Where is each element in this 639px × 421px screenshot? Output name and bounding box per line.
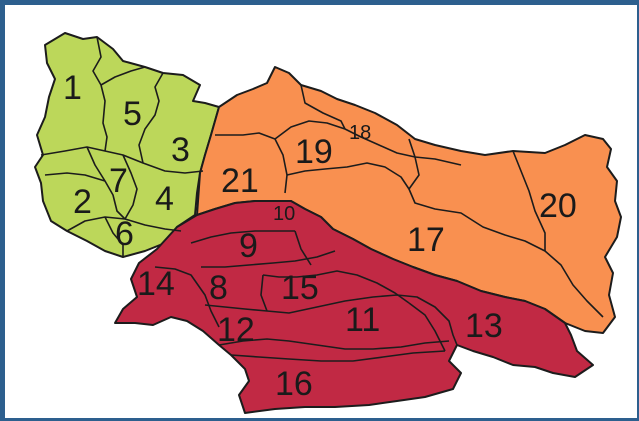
red-zone	[114, 200, 594, 414]
region-label-5: 5	[123, 95, 142, 133]
region-labels: 1 2 3 4 5 6 7 8 9 10 11 12 13 14 15 16 1…	[63, 69, 577, 403]
region-label-20: 20	[539, 187, 577, 225]
region-label-7: 7	[109, 162, 128, 200]
region-label-16: 16	[275, 365, 313, 403]
region-label-15: 15	[281, 269, 319, 307]
region-label-17: 17	[407, 221, 445, 259]
orange-borders	[215, 84, 604, 318]
red-borders	[154, 230, 458, 362]
region-label-4: 4	[155, 180, 174, 218]
region-label-14: 14	[137, 265, 175, 303]
region-label-18: 18	[349, 122, 371, 144]
district-map: 1 2 3 4 5 6 7 8 9 10 11 12 13 14 15 16 1…	[34, 32, 622, 414]
region-label-10: 10	[273, 203, 295, 225]
region-label-3: 3	[171, 131, 190, 169]
region-label-12: 12	[217, 311, 255, 349]
region-label-1: 1	[63, 69, 82, 107]
region-label-11: 11	[345, 301, 380, 339]
region-label-13: 13	[465, 307, 503, 345]
green-borders	[40, 36, 204, 257]
region-label-8: 8	[209, 269, 228, 307]
region-label-21: 21	[221, 162, 259, 200]
region-label-6: 6	[115, 215, 134, 253]
region-label-9: 9	[239, 227, 258, 265]
region-label-19: 19	[295, 133, 333, 171]
region-label-2: 2	[73, 183, 92, 221]
